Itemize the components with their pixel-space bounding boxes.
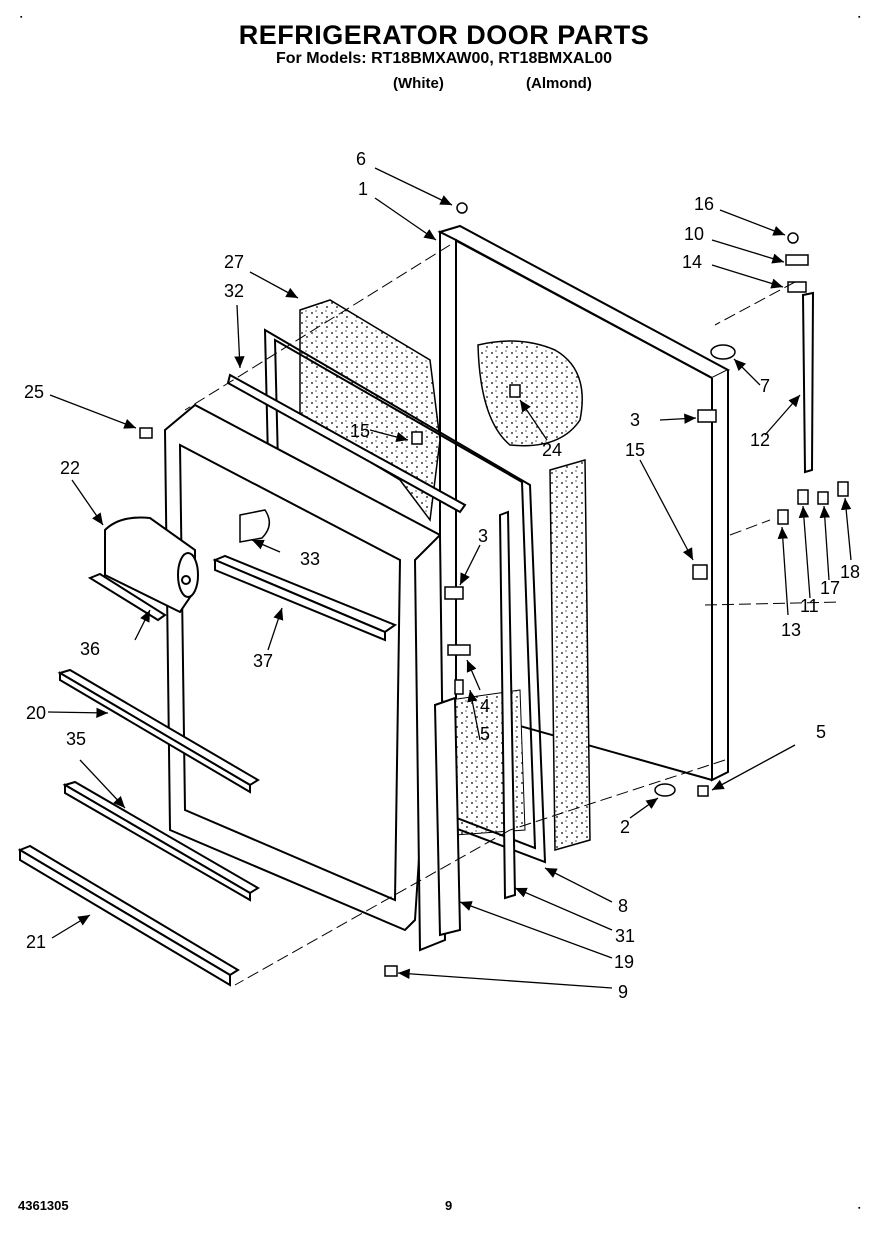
callout-labels: 6 1 27 32 25 22 15 24 16 10 14 7 3 12 15… <box>24 149 860 1002</box>
breaker-strips <box>226 373 517 937</box>
callout-22: 22 <box>60 458 80 478</box>
callout-25: 25 <box>24 382 44 402</box>
callout-3-lower: 3 <box>478 526 488 546</box>
shelf-20 <box>57 668 260 794</box>
callout-6: 6 <box>356 149 366 169</box>
color-white-label: (White) <box>393 75 444 92</box>
callout-17: 17 <box>820 578 840 598</box>
color-almond-label: (Almond) <box>526 75 592 92</box>
callout-32: 32 <box>224 281 244 301</box>
callout-11: 11 <box>800 596 819 616</box>
callout-37: 37 <box>253 651 273 671</box>
foam-cutaway-24 <box>477 340 583 447</box>
page-title: REFRIGERATOR DOOR PARTS <box>238 20 650 50</box>
callout-5: 5 <box>480 724 490 744</box>
door-handle-12 <box>801 291 815 474</box>
callout-21: 21 <box>26 932 46 952</box>
foam-strip-right <box>549 459 591 851</box>
callout-14: 14 <box>682 252 702 272</box>
callout-36: 36 <box>80 639 100 659</box>
corner-mark: ▪ <box>858 14 861 21</box>
callout-8: 8 <box>618 896 628 916</box>
dairy-bin-22 <box>104 516 199 614</box>
document-number: 4361305 <box>18 1198 69 1213</box>
callout-2: 2 <box>620 817 630 837</box>
callout-3: 3 <box>630 410 640 430</box>
callout-10: 10 <box>684 224 704 244</box>
callout-7: 7 <box>760 376 770 396</box>
phantom-lines <box>184 244 841 986</box>
callout-15: 15 <box>350 421 370 441</box>
callout-13: 13 <box>781 620 801 640</box>
callout-5-right: 5 <box>816 722 826 742</box>
hinge-parts <box>139 202 849 977</box>
models-line: For Models: RT18BMXAW00, RT18BMXAL00 <box>275 50 613 67</box>
callout-20: 20 <box>26 703 46 723</box>
page-number: 9 <box>445 1198 453 1213</box>
shelf-35 <box>62 780 260 902</box>
callout-27: 27 <box>224 252 244 272</box>
callout-arrows <box>47 167 852 989</box>
callout-1: 1 <box>358 179 368 199</box>
bottom-rail-21 <box>17 844 240 987</box>
callout-19: 19 <box>614 952 634 972</box>
callout-16: 16 <box>694 194 714 214</box>
corner-mark: ▪ <box>20 14 23 21</box>
callout-15-right: 15 <box>625 440 645 460</box>
shelf-37 <box>212 554 398 642</box>
callout-33: 33 <box>300 549 320 569</box>
callout-31: 31 <box>615 926 635 946</box>
callout-18: 18 <box>840 562 860 582</box>
callout-24: 24 <box>542 440 562 460</box>
callout-4: 4 <box>480 696 490 716</box>
callout-9: 9 <box>618 982 628 1002</box>
corner-mark: ▪ <box>858 1205 861 1212</box>
callout-12: 12 <box>750 430 770 450</box>
bin-tray-36 <box>87 572 167 622</box>
callout-35: 35 <box>66 729 86 749</box>
